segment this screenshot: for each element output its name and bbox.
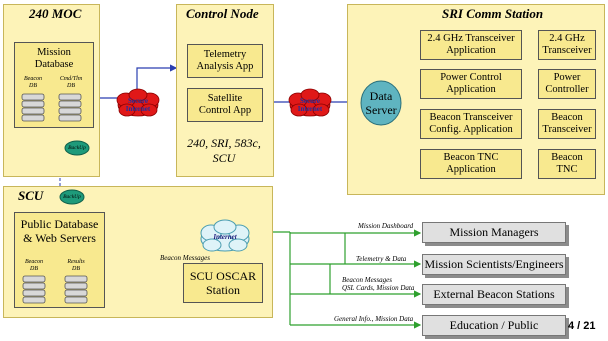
database-stack-icon: [21, 93, 82, 122]
telemetry-data-label: Telemetry & Data: [356, 255, 407, 263]
telemetry-analysis-app: Telemetry Analysis App: [187, 44, 263, 78]
beacon-transceiver-device-box: Beacon Transceiver: [538, 109, 596, 139]
beacon-transceiver-config-app-box: Beacon Transceiver Config. Application: [420, 109, 522, 139]
internet-label: Internet: [213, 233, 237, 241]
moc-beacon-db-label: Beacon DB: [24, 76, 42, 89]
transceiver-app-box: 2.4 GHz Transceiver Application: [420, 30, 522, 60]
control-node-sites: 240, SRI, 583c, SCU: [187, 136, 261, 165]
mission-scientists-engineers-box: Mission Scientists/Engineers: [422, 254, 566, 275]
scu-oscar-station-box: SCU OSCAR Station: [183, 263, 263, 303]
moc-to-control-link: [89, 64, 178, 102]
secure-internet-label-2: Secure Internet: [297, 97, 323, 113]
mission-managers-box: Mission Managers: [422, 222, 566, 243]
general-info-label: General Info., Mission Data: [334, 315, 414, 323]
scu-beacon-db-label: Beacon DB: [25, 259, 43, 272]
beacon-messages-label: Beacon Messages: [160, 254, 210, 262]
beacon-tnc-device-box: Beacon TNC: [538, 149, 596, 179]
moc-backup-label: BackUp: [68, 145, 86, 151]
sri-comm-station-title: SRI Comm Station: [442, 6, 544, 21]
data-server-label: Data Server: [365, 89, 397, 117]
power-controller-device-box: Power Controller: [538, 69, 596, 99]
page-number: 4 / 21: [568, 320, 596, 332]
cloud-icon: [288, 88, 332, 117]
database-stack-icon: [22, 275, 88, 304]
public-database-label: Public Database & Web Servers: [20, 217, 99, 245]
satellite-control-app: Satellite Control App: [187, 88, 263, 122]
scu-results-db-label: Results DB: [67, 259, 85, 272]
external-beacon-stations-box: External Beacon Stations: [422, 284, 566, 305]
moc-cmd-db-label: Cmd/Tlm DB: [59, 76, 83, 89]
mission-database-label: Mission Database: [34, 47, 74, 70]
cloud-icon: [200, 219, 250, 252]
transceiver-device-box: 2.4 GHz Transceiver: [538, 30, 596, 60]
external-beacon-channel-label: Beacon Messages QSL Cards, Mission Data: [342, 276, 415, 292]
cloud-icon: [116, 88, 160, 117]
education-public-box: Education / Public: [422, 315, 566, 336]
secure-internet-label-1: Secure Internet: [125, 97, 151, 113]
scu-title: SCU: [18, 188, 44, 203]
mission-dashboard-label: Mission Dashboard: [358, 222, 414, 230]
beacon-tnc-app-box: Beacon TNC Application: [420, 149, 522, 179]
scu-backup-label: BackUp: [63, 194, 81, 200]
moc-title: 240 MOC: [29, 6, 82, 21]
power-control-app-box: Power Control Application: [420, 69, 522, 99]
control-node-title: Control Node: [186, 6, 259, 21]
